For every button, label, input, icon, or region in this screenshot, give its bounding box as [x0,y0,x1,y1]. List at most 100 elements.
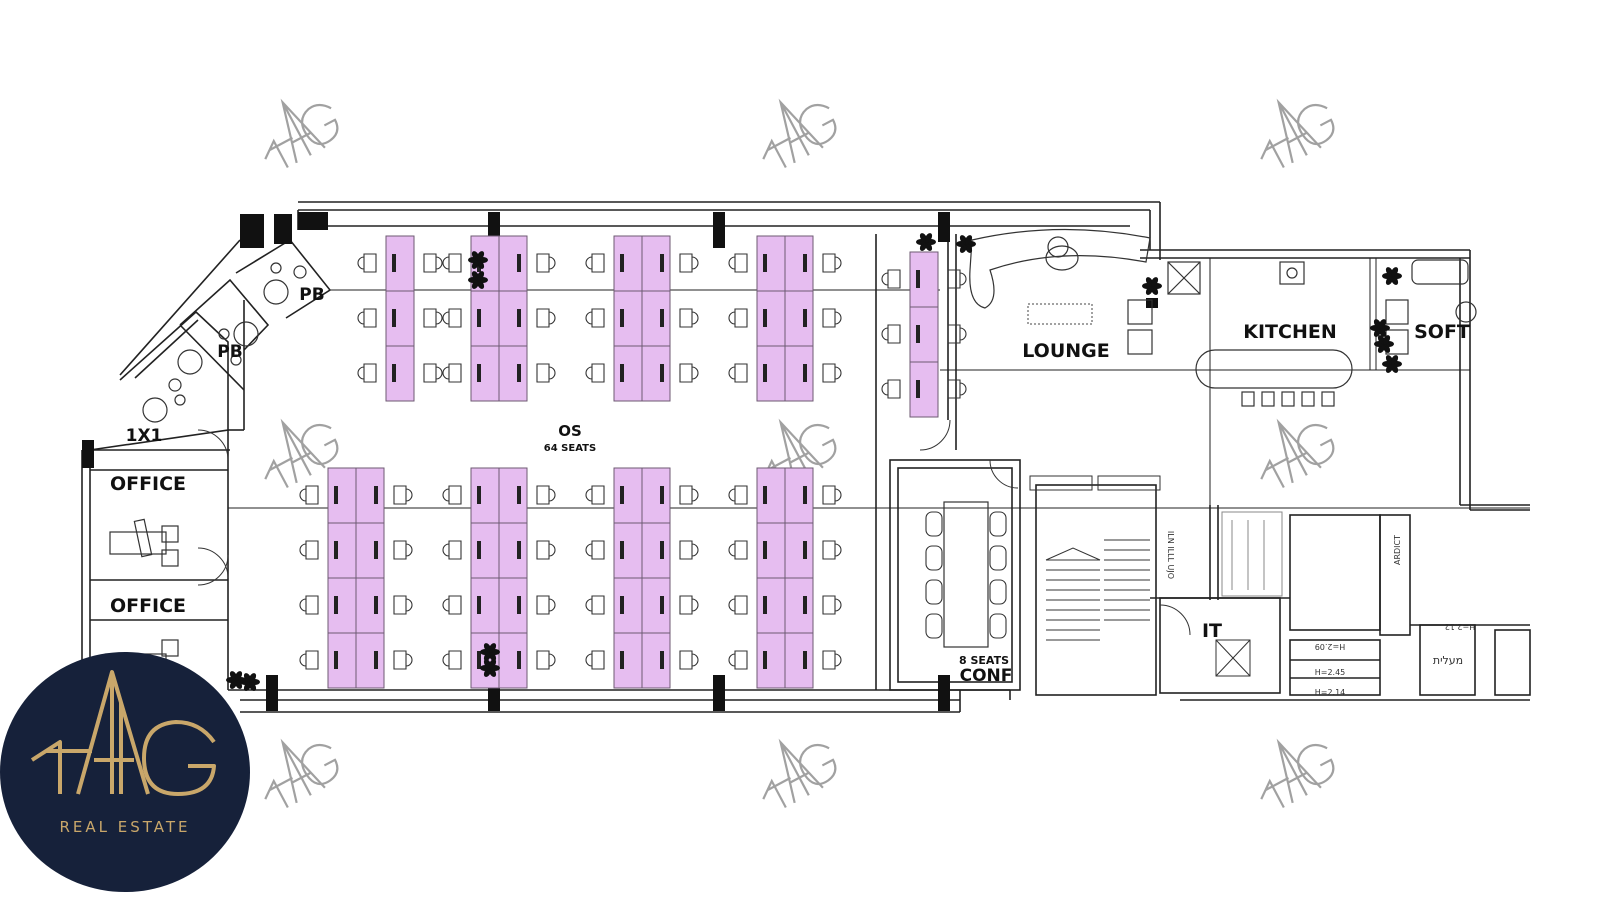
chair [536,363,556,383]
desk [613,522,643,579]
desk [355,522,385,579]
desk [784,522,814,579]
chair [728,595,748,615]
chair [728,253,748,273]
monitor [660,541,664,559]
monitor [660,364,664,382]
conf-chair [925,579,943,605]
monitor [763,309,767,327]
label-kitchen: KITCHEN [1243,321,1336,343]
tag-watermark [1260,98,1335,169]
chair [357,363,377,383]
chair [442,308,462,328]
monitor [803,541,807,559]
desk [613,290,643,347]
desk [784,290,814,347]
chair [423,308,443,328]
chair [442,595,462,615]
conference-chairs [925,511,1007,639]
chair [679,308,699,328]
monitor [374,486,378,504]
note-height-1: H=2.12 [1445,622,1476,631]
desk [641,235,671,292]
desk [327,522,357,579]
monitor [763,254,767,272]
note-height-2: H=2.09 [1315,642,1346,651]
desk [327,467,357,524]
desk [498,522,528,579]
desk [498,632,528,689]
label-open-space: OS [558,422,582,440]
monitor [334,541,338,559]
logo-subtitle: REAL ESTATE [59,818,191,836]
walls [81,201,1531,713]
chair [679,650,699,670]
note-height-3: H=2.45 [1315,668,1346,677]
chair [585,595,605,615]
chair [393,650,413,670]
chair [728,308,748,328]
label-soft: SOFT [1414,321,1470,343]
chair [299,595,319,615]
desk [613,467,643,524]
monitor [916,380,920,398]
desk [355,632,385,689]
desk [909,251,939,308]
note-vertical-2: ILN ILLL UJO [1166,531,1175,579]
chair [393,485,413,505]
chair [585,485,605,505]
tag-watermark [762,418,837,489]
chair [947,379,967,399]
desk [784,577,814,634]
chair [536,540,556,560]
plant [468,271,488,289]
staircase [1029,475,1161,641]
monitor [763,651,767,669]
monitor [916,325,920,343]
monitor [660,596,664,614]
plant [916,233,936,251]
conf-chair [989,579,1007,605]
plant [240,673,260,691]
chair [728,540,748,560]
monitor [334,651,338,669]
monitor [803,651,807,669]
tag-watermark [1260,738,1335,809]
chair [442,540,462,560]
lounge-rug [1027,303,1093,325]
phone-booth-tables [142,262,307,423]
plant [1382,355,1402,373]
chair [357,253,377,273]
plant [1382,267,1402,285]
monitor [660,651,664,669]
watermarks [264,98,1335,809]
monitor [477,309,481,327]
desk [613,632,643,689]
monitor [477,596,481,614]
desk [756,467,786,524]
conf-chair [989,511,1007,537]
monitor [620,486,624,504]
monitor [517,254,521,272]
desk [385,345,415,402]
monitor [392,309,396,327]
chair [585,650,605,670]
desk [641,522,671,579]
desk [641,345,671,402]
monitor [517,486,521,504]
tag-watermark [264,418,339,489]
label-lounge: LOUNGE [1022,340,1110,362]
desk [909,361,939,418]
chair [822,540,842,560]
note-height-4: H=2.14 [1315,688,1346,697]
label-open-space-seats: 64 SEATS [544,443,596,454]
label-pb-top: PB [299,285,324,305]
shower-pattern [1221,511,1283,597]
tag-watermark [1260,418,1335,489]
monitor [660,254,664,272]
chair [357,308,377,328]
monitor [803,309,807,327]
note-vertical-1: ARDICT [1393,535,1402,565]
chair [881,324,901,344]
